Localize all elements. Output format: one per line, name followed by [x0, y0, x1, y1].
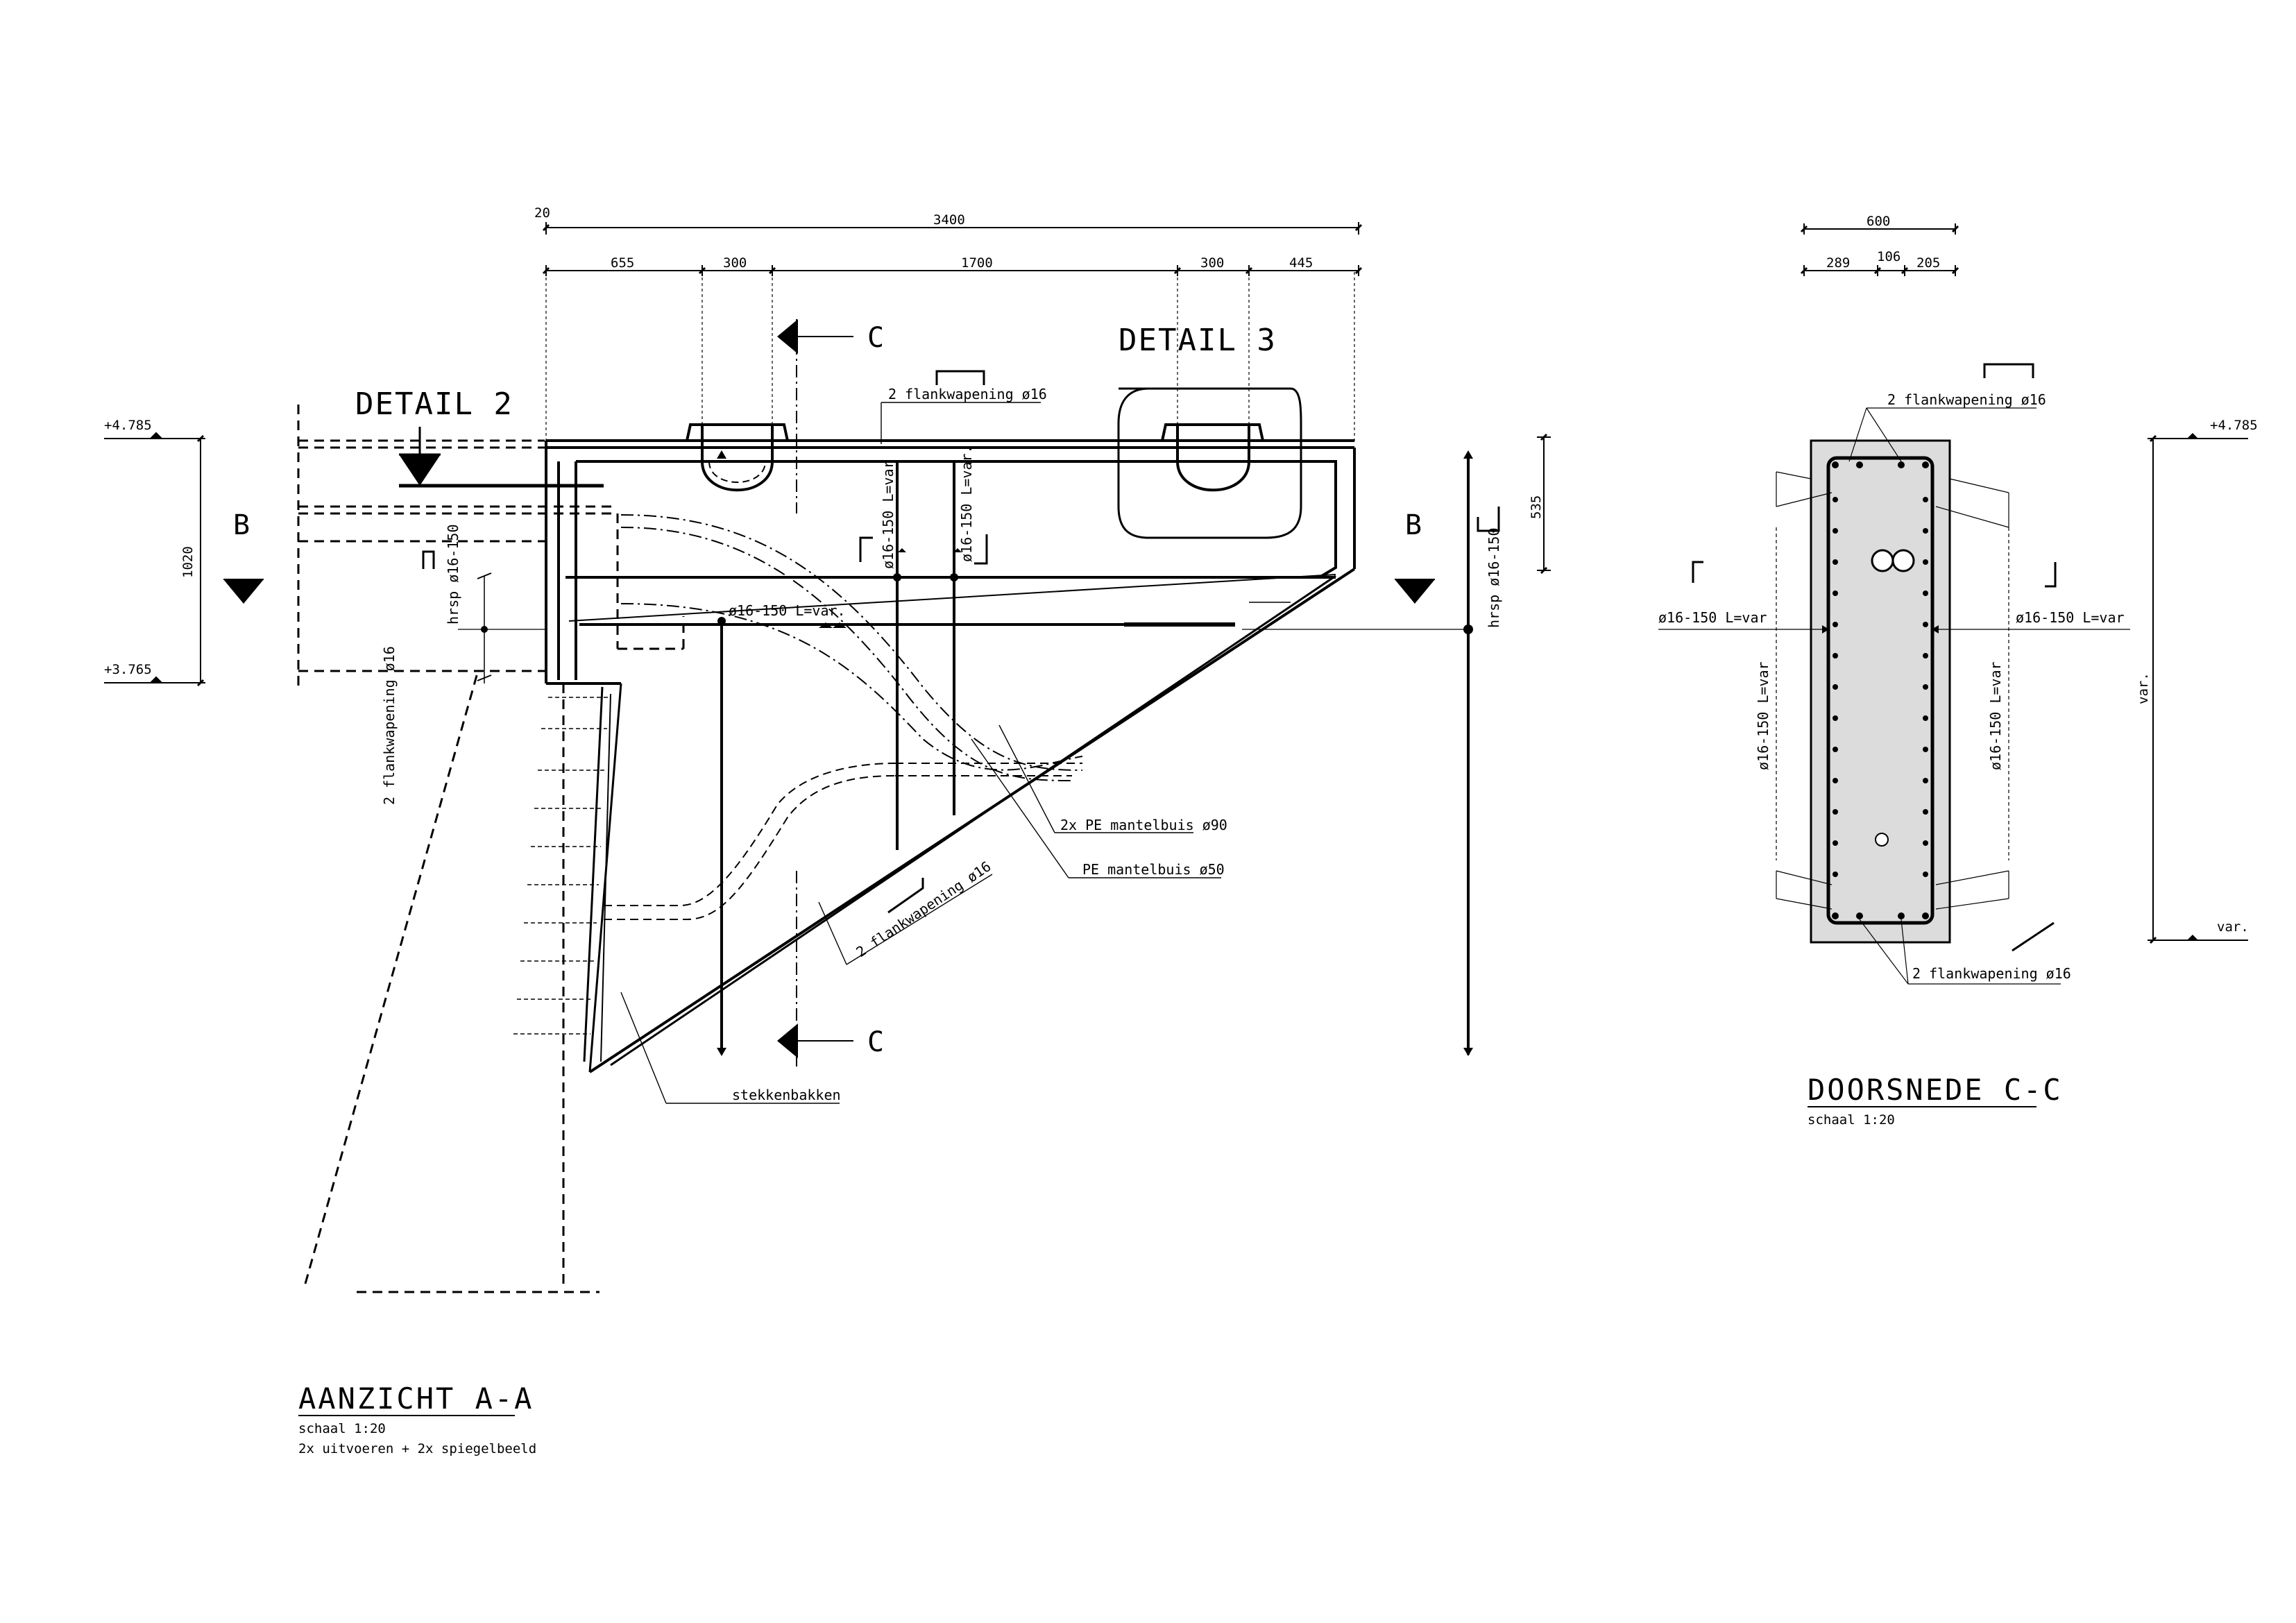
pe-duct-lower: [604, 763, 1082, 920]
top-dimension-chain: [542, 222, 1363, 444]
bar-vertical-2-label: ø16-150 L=var.: [958, 445, 975, 562]
stekkenbakken-label: stekkenbakken: [732, 1087, 841, 1103]
cc-dim-a: 289: [1826, 255, 1850, 271]
existing-structure-dashed: [297, 405, 685, 1293]
cc-title: DOORSNEDE C-C: [1808, 1073, 2063, 1107]
cc-bar-vert-right: ø16-150 L=var: [1987, 661, 2004, 770]
view-note: 2x uitvoeren + 2x spiegelbeeld: [298, 1441, 536, 1456]
cc-bar-arrows: [1822, 625, 1939, 634]
cc-concrete-section: [1810, 439, 1951, 944]
cc-right-height-dimension: [2148, 433, 2248, 944]
dim-300b: 300: [1200, 255, 1224, 271]
hrsp-left-label: hrsp ø16-150: [445, 525, 461, 625]
flank-left-label: 2 flankwapening ø16: [381, 646, 398, 805]
pe90-label: 2x PE mantelbuis ø90: [1060, 817, 1227, 833]
doorsnede-cc-view: [1658, 223, 2248, 985]
cc-projection-lines: [1658, 407, 2130, 985]
cc-top-dimensions: [1800, 223, 1959, 276]
cc-bar-left: ø16-150 L=var: [1658, 609, 1767, 626]
view-scale: schaal 1:20: [298, 1421, 386, 1436]
cc-bar-symbols: [1692, 363, 2057, 952]
bar-horizontal-label: ø16-150 L=var.: [729, 602, 846, 619]
hrsp-right-label: hrsp ø16-150: [1486, 528, 1502, 629]
cc-bar-vert-left: ø16-150 L=var: [1755, 661, 1771, 770]
section-c-top: C: [867, 322, 884, 354]
anchor-loops: [686, 387, 1302, 539]
leader-lines: [620, 402, 1291, 1104]
level-bottom: +3.765: [104, 662, 152, 677]
dim-20: 20: [534, 205, 550, 221]
right-dimensions: [422, 370, 1551, 1055]
stekkenbakken-ticks: [513, 697, 611, 1035]
cc-level-var: var.: [2217, 919, 2249, 935]
section-c-bottom: C: [867, 1026, 884, 1058]
dim-655: 655: [611, 255, 634, 271]
bar-end-arrows: [481, 450, 1473, 1056]
bar-vertical-1-label: ø16-150 L=var: [880, 460, 896, 569]
detail-2-label: DETAIL 2: [355, 386, 513, 422]
section-b-left: B: [233, 509, 250, 541]
section-markers: [223, 319, 1435, 1069]
dim-535: 535: [1529, 495, 1544, 519]
cc-dim-total: 600: [1866, 214, 1890, 229]
dim-300a: 300: [723, 255, 747, 271]
cc-dim-c: 205: [1916, 255, 1940, 271]
aanzicht-aa-view: [104, 222, 1551, 1293]
cc-flank-top: 2 flankwapening ø16: [1887, 391, 2046, 408]
pe50-label: PE mantelbuis ø50: [1082, 861, 1225, 878]
cc-ducts: [1871, 549, 1915, 847]
view-title: AANZICHT A-A: [298, 1382, 534, 1416]
cc-bar-right: ø16-150 L=var: [2016, 609, 2125, 626]
flank-diag-label: 2 flankwapening ø16: [853, 858, 994, 960]
cc-level-top: +4.785: [2210, 418, 2258, 433]
cc-height-var: var.: [2136, 672, 2151, 704]
section-b-right: B: [1405, 509, 1422, 541]
cc-stirrup: [1826, 456, 1934, 925]
reinforcement-cage: [557, 458, 1470, 1067]
pe-ducts: [620, 514, 1083, 781]
dim-total: 3400: [933, 212, 965, 228]
aanzicht-aa-texts: 20 3400 655 300 1700 300 445 DETAIL 2 DE…: [104, 205, 1544, 1456]
dim-445: 445: [1289, 255, 1313, 271]
doorsnede-cc-texts: 600 289 106 205 2 flankwapening ø16 2 fl…: [1658, 214, 2258, 1128]
console-outline: [545, 439, 1356, 1073]
cc-scale: schaal 1:20: [1808, 1112, 1895, 1128]
level-top: +4.785: [104, 418, 152, 433]
cc-flank-bottom: 2 flankwapening ø16: [1912, 965, 2071, 982]
flank-top-label: 2 flankwapening ø16: [888, 386, 1047, 402]
dim-1700: 1700: [961, 255, 993, 271]
cc-rebars: [1832, 461, 1929, 919]
detail-3-label: DETAIL 3: [1119, 323, 1277, 358]
left-height-dimension: [104, 432, 205, 687]
cc-dim-b: 106: [1877, 249, 1900, 264]
height-1020: 1020: [180, 546, 196, 578]
